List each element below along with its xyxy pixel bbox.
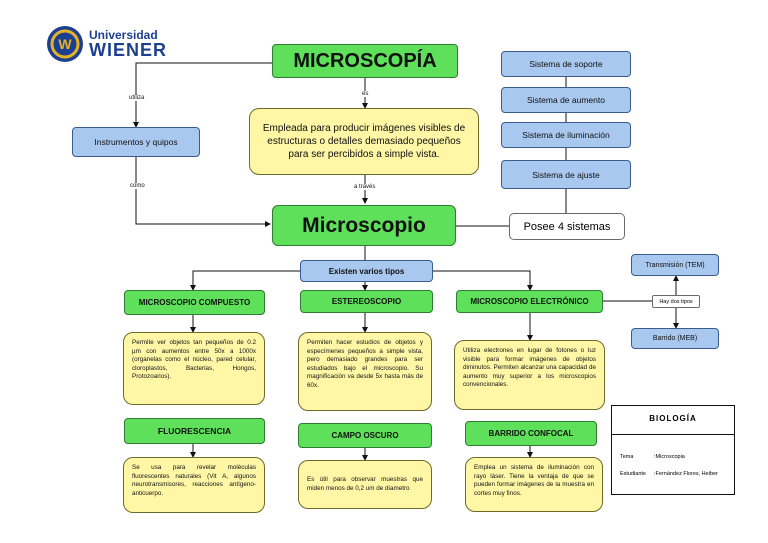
- dark-field-title: CAMPO OSCURO: [298, 423, 432, 448]
- system-adjustment: Sistema de ajuste: [501, 160, 631, 189]
- info-box: BIOLOGÍA Tema :Microscopia Estudiante :F…: [611, 405, 735, 495]
- university-logo: W Universidad WIENER: [45, 25, 193, 63]
- student-label: Estudiante: [620, 471, 646, 477]
- fluorescence-description: Se usa para revelar moléculas fluorescen…: [123, 457, 265, 513]
- connector-es: es: [361, 91, 370, 97]
- tema-value: :Microscopia: [654, 454, 685, 460]
- types-header: Existen varios tipos: [300, 260, 433, 282]
- logo-emblem-icon: W: [47, 26, 83, 62]
- system-illumination: Sistema de iluminación: [501, 122, 631, 148]
- info-heading: BIOLOGÍA: [649, 414, 697, 423]
- confocal-title: BARRIDO CONFOCAL: [465, 421, 597, 446]
- svg-text:W: W: [58, 36, 72, 52]
- meb-box: Barrido (MEB): [631, 328, 719, 349]
- compound-microscope-description: Permite ver objetos tan pequeños de 0.2 …: [123, 332, 265, 405]
- main-title: MICROSCOPÍA: [272, 44, 458, 78]
- tem-box: Transmisión (TEM): [631, 254, 719, 276]
- system-support: Sistema de soporte: [501, 51, 631, 77]
- electron-microscope-description: Utiliza electrones en lugar de fotones o…: [454, 340, 605, 410]
- electron-microscope-title: MICROSCOPIO ELECTRÓNICO: [456, 290, 603, 313]
- definition-box: Empleada para producir imágenes visibles…: [249, 108, 479, 175]
- microscope-box: Microscopio: [272, 205, 456, 246]
- system-magnification: Sistema de aumento: [501, 87, 631, 113]
- tema-label: Tema: [620, 454, 634, 460]
- connector-utiliza: utiliza: [128, 95, 146, 101]
- stereoscope-title: ESTEREOSCOPIO: [300, 290, 433, 313]
- logo-line1: Universidad: [89, 28, 158, 42]
- confocal-description: Emplea un sistema de iluminación con ray…: [465, 457, 603, 512]
- connector-a-traves: a través: [353, 184, 377, 190]
- dark-field-description: Es útil para observar muestras que miden…: [298, 460, 432, 509]
- fluorescence-title: FLUORESCENCIA: [124, 418, 265, 444]
- compound-microscope-title: MICROSCOPIO COMPUESTO: [124, 290, 265, 315]
- info-divider: [612, 434, 734, 435]
- connector-como: como: [129, 183, 146, 189]
- two-types-box: Hay dos tipos: [652, 295, 700, 308]
- stereoscope-description: Permiten hacer estudios de objetos y esp…: [298, 332, 432, 411]
- student-value: :Fernández Flores, Heiber: [654, 471, 718, 477]
- logo-line2: WIENER: [89, 40, 167, 60]
- instruments-box: Instrumentos y quipos: [72, 127, 200, 157]
- systems-count-box: Posee 4 sistemas: [509, 213, 625, 240]
